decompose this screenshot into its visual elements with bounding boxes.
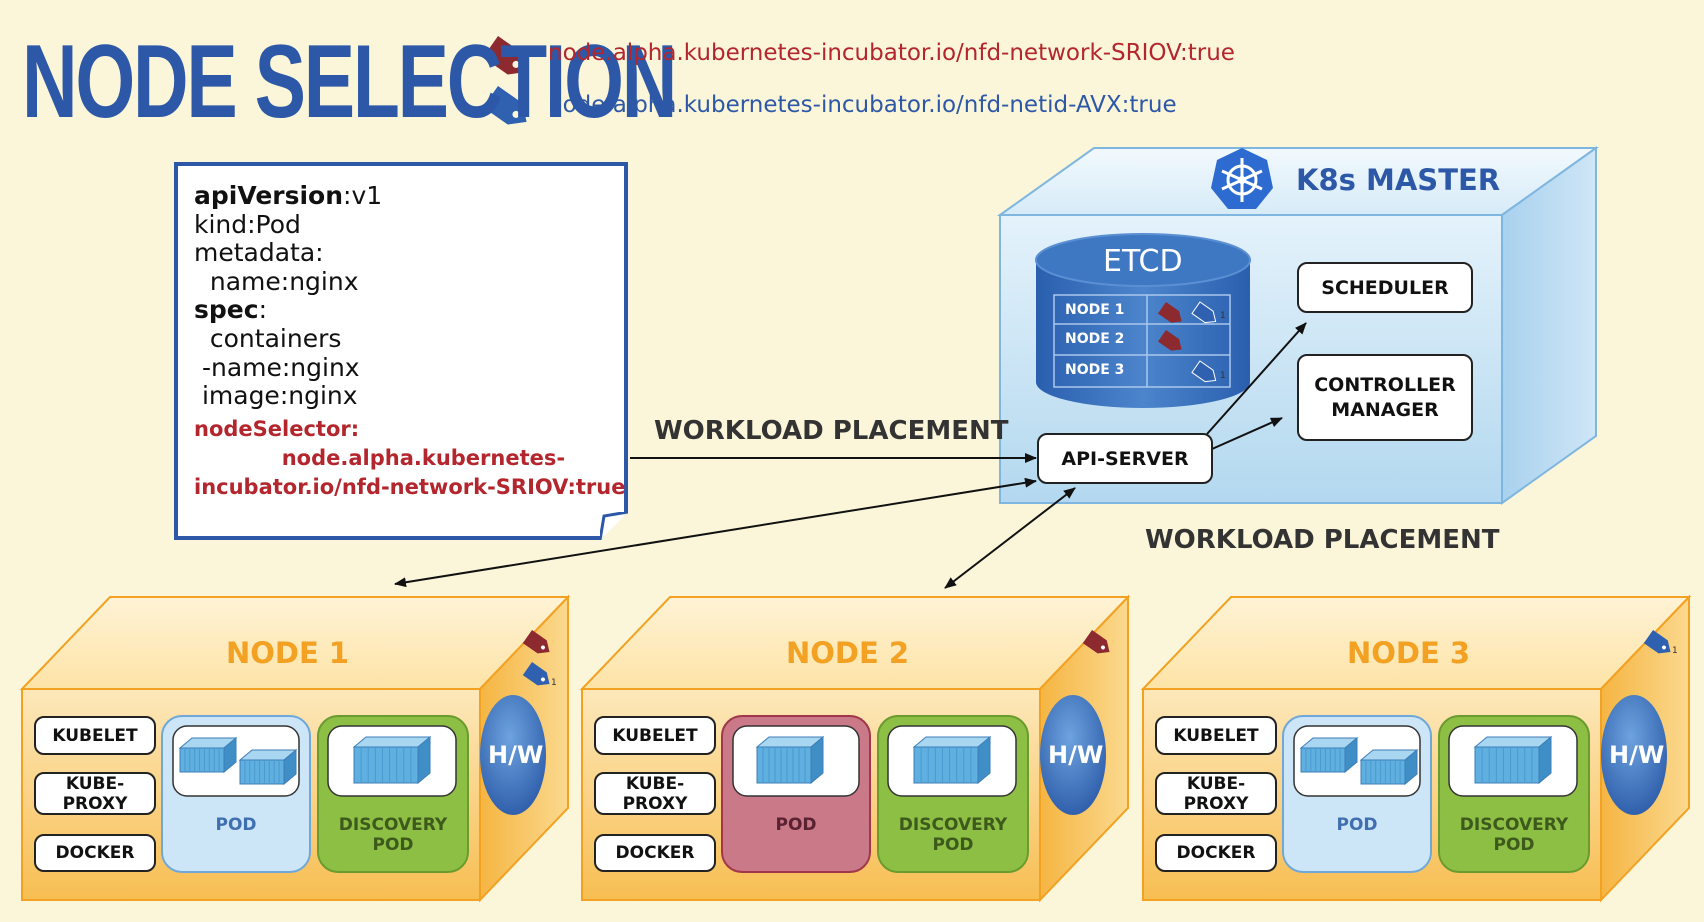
yaml-spec-colon: : xyxy=(258,295,267,325)
node-2-kube-proxy: KUBE-PROXY xyxy=(594,772,716,815)
node-3-avx-tag-icon xyxy=(1643,630,1671,654)
node-1-kubelet: KUBELET xyxy=(34,716,156,755)
api-to-node2-arrow xyxy=(944,487,1076,589)
yaml-spec-key: spec xyxy=(194,295,259,325)
node-2-docker: DOCKER xyxy=(594,834,716,872)
node-1-pod-container-icon-a xyxy=(178,736,238,774)
node-3-discovery-label-2: POD xyxy=(1493,835,1535,855)
controller-manager-box: CONTROLLER MANAGER xyxy=(1297,354,1473,441)
avx-label-text: node.alpha.kubernetes-incubator.io/nfd-n… xyxy=(548,92,1177,118)
node-2-sriov-tag-icon xyxy=(1082,630,1110,654)
etcd-tag-subscript-2: 1 xyxy=(1220,371,1226,381)
sriov-tag-icon xyxy=(483,36,527,75)
yaml-containers: containers xyxy=(194,323,342,353)
doc-folded-corner xyxy=(600,512,628,540)
node-3-hw-label: H/W xyxy=(1609,741,1665,769)
yaml-image: image:nginx xyxy=(194,381,358,411)
workload-placement-label-1: WORKLOAD PLACEMENT xyxy=(654,416,1009,446)
yaml-kind: kind:Pod xyxy=(194,209,301,239)
node-1-hw-label: H/W xyxy=(488,741,544,769)
etcd-node2-sriov-tag-icon xyxy=(1157,330,1182,351)
etcd-row-node2: NODE 2 xyxy=(1065,331,1125,347)
node-2-kubelet: KUBELET xyxy=(594,716,716,755)
k8s-master-title: K8s MASTER xyxy=(1296,163,1501,197)
etcd-node1-sriov-tag-icon xyxy=(1157,302,1182,323)
etcd-tag-subscript-1: 1 xyxy=(1220,311,1226,321)
node-1-pod-label: POD xyxy=(215,815,257,835)
api-to-scheduler-arrow xyxy=(1206,322,1307,435)
node-1-docker: DOCKER xyxy=(34,834,156,872)
node-2-pod-label: POD xyxy=(775,815,817,835)
node-1-pod-container-icon-b xyxy=(238,748,298,786)
pod-spec-document: apiVersion:v1 kind:Pod metadata: name:ng… xyxy=(174,162,628,540)
yaml-name: name:nginx xyxy=(194,266,359,296)
yaml-metadata: metadata: xyxy=(194,238,324,268)
yaml-apiversion-key: apiVersion xyxy=(194,181,344,210)
node-2-hw-disk xyxy=(1040,695,1106,815)
yaml-apiversion-value: :v1 xyxy=(343,181,383,210)
node-2-hw-label: H/W xyxy=(1048,741,1104,769)
node-1-tag-subscript: 1 xyxy=(551,678,557,688)
node-1-title: NODE 1 xyxy=(226,636,350,670)
etcd-row-node1: NODE 1 xyxy=(1065,302,1125,318)
node-3-kube-proxy: KUBE-PROXY xyxy=(1155,772,1277,815)
scheduler-box: SCHEDULER xyxy=(1297,262,1473,313)
node-1-sriov-tag-icon xyxy=(522,630,550,654)
sriov-label-text: node.alpha.kubernetes-incubator.io/nfd-n… xyxy=(548,40,1235,66)
kubernetes-logo-icon xyxy=(1211,148,1273,209)
etcd-title: ETCD xyxy=(1103,244,1183,279)
node-2-pod-container-icon xyxy=(755,735,825,785)
etcd-row-node3: NODE 3 xyxy=(1065,362,1125,378)
node-1-discovery-label-1: DISCOVERY xyxy=(338,815,448,835)
workload-placement-label-2: WORKLOAD PLACEMENT xyxy=(1145,525,1500,555)
api-to-node1-arrow xyxy=(394,477,1037,588)
node-3-title: NODE 3 xyxy=(1347,636,1471,670)
yaml-selector-line1: node.alpha.kubernetes- xyxy=(194,445,566,470)
node-1-discovery-label-2: POD xyxy=(372,835,414,855)
node-3-kubelet: KUBELET xyxy=(1155,716,1277,755)
node-3-pod-label: POD xyxy=(1336,815,1378,835)
etcd-node3-avx-tag-icon xyxy=(1191,360,1217,383)
node-3-discovery-container-icon xyxy=(1473,735,1553,785)
yaml-nodeselector: nodeSelector: xyxy=(194,416,360,441)
node-3-docker: DOCKER xyxy=(1155,834,1277,872)
node-2-discovery-container-icon xyxy=(912,735,992,785)
yaml-container-name: -name:nginx xyxy=(194,352,360,382)
node-3-pod-container-icon-a xyxy=(1299,736,1359,774)
node-3-tag-subscript: 1 xyxy=(1672,646,1678,656)
node-2-discovery-label-1: DISCOVERY xyxy=(898,815,1008,835)
api-to-controller-arrow xyxy=(1211,417,1283,450)
api-server-box: API-SERVER xyxy=(1037,433,1213,484)
yaml-selector-line2: incubator.io/nfd-network-SRIOV:true xyxy=(194,474,626,499)
node-3-pod-container-icon-b xyxy=(1359,748,1419,786)
node-3-hw-disk xyxy=(1601,695,1667,815)
node-1-hw-disk xyxy=(480,695,546,815)
etcd-node1-avx-tag-icon xyxy=(1191,301,1217,324)
node-2-title: NODE 2 xyxy=(786,636,910,670)
node-1-avx-tag-icon xyxy=(522,662,550,686)
avx-tag-icon xyxy=(483,86,527,125)
node-1-discovery-container-icon xyxy=(352,735,432,785)
node-1-kube-proxy: KUBE-PROXY xyxy=(34,772,156,815)
page-title: NODE SELECTION xyxy=(22,24,677,140)
node-2-discovery-label-2: POD xyxy=(932,835,974,855)
node-3-discovery-label-1: DISCOVERY xyxy=(1459,815,1569,835)
